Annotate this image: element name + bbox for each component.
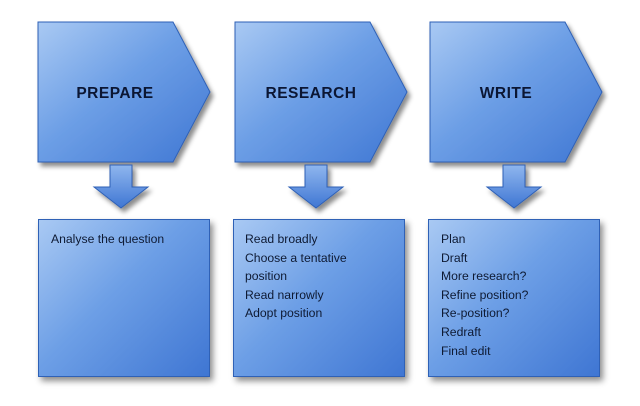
write-item: Re-position?	[441, 306, 510, 321]
stage-write-title: WRITE	[480, 85, 532, 102]
stage-research-chevron: RESEARCH	[234, 21, 408, 163]
prepare-item: Analyse the question	[51, 232, 165, 246]
stage-research-title: RESEARCH	[266, 85, 357, 102]
down-arrow-research	[287, 164, 345, 209]
stage-write-chevron: WRITE	[429, 21, 603, 163]
research-details-box: Read broadly Choose a tentative position…	[233, 219, 405, 377]
write-item: Draft	[441, 250, 468, 265]
research-item: Read narrowly	[245, 287, 324, 302]
write-item: Redraft	[441, 324, 481, 339]
stage-prepare-chevron: PREPARE	[37, 21, 211, 163]
write-item: Final edit	[441, 343, 491, 358]
research-item: Read broadly	[245, 232, 318, 246]
write-details-box: Plan Draft More research? Refine positio…	[428, 219, 600, 377]
write-item: Plan	[441, 232, 466, 246]
research-item: Choose a tentative position	[245, 250, 347, 284]
prepare-details-box: Analyse the question	[38, 219, 210, 377]
research-item: Adopt position	[245, 306, 323, 321]
stage-prepare-title: PREPARE	[76, 85, 153, 102]
write-item: Refine position?	[441, 287, 529, 302]
down-arrow-prepare	[92, 164, 150, 209]
write-item: More research?	[441, 269, 527, 284]
down-arrow-write	[485, 164, 543, 209]
